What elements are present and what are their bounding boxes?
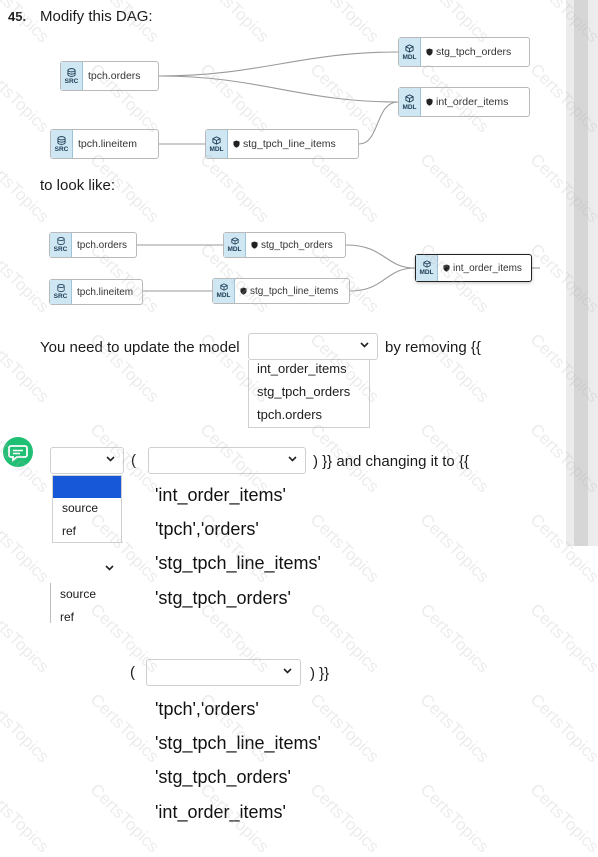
shield-icon	[251, 241, 258, 249]
function-option[interactable]: source	[60, 587, 97, 601]
database-icon: SRC	[61, 62, 83, 90]
sentence-part1: You need to update the model	[40, 339, 240, 356]
to-look-like-caption: to look like:	[40, 177, 116, 194]
dag2-node-stg-tpch-line-items[interactable]: MDL stg_tpch_line_items	[212, 278, 350, 304]
node-tag: MDL	[216, 292, 231, 299]
cube-icon: MDL	[206, 130, 228, 158]
argument-option[interactable]: 'stg_tpch_line_items'	[155, 733, 321, 753]
node-tag: SRC	[53, 246, 68, 253]
chevron-down-icon	[288, 456, 297, 462]
open-paren: (	[131, 452, 136, 469]
shield-icon	[240, 287, 247, 295]
argument-option[interactable]: 'stg_tpch_orders'	[155, 767, 291, 787]
dag1-node-stg-tpch-line-items[interactable]: MDL stg_tpch_line_items	[205, 129, 359, 159]
node-label: stg_tpch_line_items	[243, 138, 336, 150]
argument-select-1[interactable]	[148, 447, 306, 474]
scrollbar[interactable]	[566, 0, 598, 546]
argument-option[interactable]: 'stg_tpch_orders'	[155, 588, 291, 608]
node-tag: MDL	[402, 53, 417, 61]
node-tag: MDL	[227, 246, 242, 253]
chevron-down-icon	[106, 456, 115, 462]
highlighted-option[interactable]	[53, 476, 121, 498]
shield-icon	[443, 264, 450, 272]
model-option[interactable]: tpch.orders	[257, 407, 323, 422]
database-icon: SRC	[50, 233, 72, 257]
database-icon: SRC	[51, 130, 73, 158]
node-label: stg_tpch_orders	[436, 46, 512, 58]
scrollbar-thumb[interactable]	[574, 0, 588, 546]
node-label: stg_tpch_orders	[261, 239, 333, 251]
model-option[interactable]: stg_tpch_orders	[257, 384, 351, 399]
cube-icon: MDL	[416, 255, 438, 281]
cube-icon: MDL	[213, 279, 235, 303]
node-tag: MDL	[402, 103, 417, 111]
dag2-node-int-order-items[interactable]: MDL int_order_items	[415, 254, 532, 282]
argument-option[interactable]: 'int_order_items'	[155, 485, 286, 505]
node-tag: SRC	[54, 145, 69, 153]
node-tag: MDL	[209, 145, 224, 153]
node-label: tpch.orders	[88, 70, 141, 82]
dag1-node-stg-tpch-orders[interactable]: MDL stg_tpch_orders	[398, 37, 530, 67]
function-option[interactable]: source	[62, 501, 99, 515]
function-option[interactable]: ref	[62, 524, 77, 538]
shield-icon	[426, 48, 433, 56]
sentence-part2: by removing {{	[385, 339, 481, 356]
chevron-down-icon	[283, 668, 292, 674]
chat-icon[interactable]	[3, 437, 33, 467]
function-option[interactable]: ref	[60, 610, 75, 624]
argument-option[interactable]: 'tpch','orders'	[155, 519, 259, 539]
argument-select-2[interactable]	[146, 659, 301, 686]
model-option[interactable]: int_order_items	[257, 361, 347, 376]
function-select-1[interactable]	[50, 447, 124, 474]
dag2-node-tpch-lineitem[interactable]: SRC tpch.lineitem	[49, 279, 143, 305]
node-label: tpch.lineitem	[77, 286, 134, 298]
dag1-node-tpch-lineitem[interactable]: SRC tpch.lineitem	[50, 129, 159, 159]
cube-icon: MDL	[399, 88, 421, 116]
argument-option[interactable]: 'stg_tpch_line_items'	[155, 553, 321, 573]
dag2-node-tpch-orders[interactable]: SRC tpch.orders	[49, 232, 137, 258]
node-tag: SRC	[53, 293, 68, 300]
sentence-part3: ) }} and changing it to {{	[313, 453, 469, 470]
node-label: int_order_items	[436, 96, 509, 108]
model-options-list	[248, 360, 370, 428]
function-options-list-2-border	[50, 583, 51, 623]
node-label: int_order_items	[453, 262, 522, 274]
sentence-close: ) }}	[310, 665, 330, 682]
node-label: stg_tpch_line_items	[250, 285, 339, 297]
dag1-node-tpch-orders[interactable]: SRC tpch.orders	[60, 61, 159, 91]
function-options-list-1	[52, 475, 122, 543]
cube-icon: MDL	[399, 38, 421, 66]
node-tag: MDL	[419, 269, 434, 276]
argument-option[interactable]: 'int_order_items'	[155, 802, 286, 822]
shield-icon	[426, 98, 433, 106]
cube-icon: MDL	[224, 233, 246, 257]
node-label: tpch.orders	[77, 239, 128, 251]
dag1-node-int-order-items[interactable]: MDL int_order_items	[398, 87, 530, 117]
question-title: Modify this DAG:	[40, 8, 153, 25]
open-paren-2: (	[130, 664, 135, 681]
function-select-2[interactable]	[48, 557, 122, 584]
chevron-down-icon	[360, 342, 369, 348]
shield-icon	[233, 140, 240, 148]
node-label: tpch.lineitem	[78, 138, 137, 150]
dag2-node-stg-tpch-orders[interactable]: MDL stg_tpch_orders	[223, 232, 346, 258]
chevron-down-icon	[105, 565, 114, 571]
node-tag: SRC	[64, 77, 79, 85]
argument-option[interactable]: 'tpch','orders'	[155, 699, 259, 719]
question-number: 45.	[8, 9, 27, 24]
model-select[interactable]	[248, 333, 378, 360]
database-icon: SRC	[50, 280, 72, 304]
